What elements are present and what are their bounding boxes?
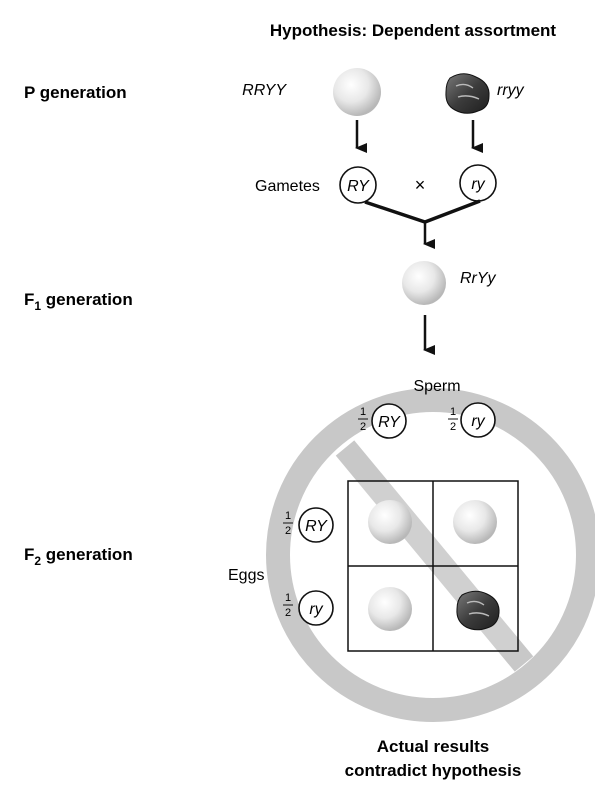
svg-text:1: 1 bbox=[360, 406, 366, 418]
f1-genotype: RrYy bbox=[460, 270, 497, 287]
fertilization-lines bbox=[365, 201, 480, 222]
cross-symbol: × bbox=[415, 175, 426, 195]
p-generation-label: P generation bbox=[24, 83, 127, 102]
eggs-label: Eggs bbox=[228, 567, 264, 584]
parent-right-genotype: rryy bbox=[497, 82, 525, 99]
svg-text:2: 2 bbox=[285, 525, 291, 537]
wrinkled-green-seed-icon bbox=[446, 74, 489, 114]
svg-text:2: 2 bbox=[360, 421, 366, 433]
offspring-rryy-seed-icon bbox=[368, 500, 412, 544]
round-yellow-seed-icon bbox=[333, 68, 381, 116]
svg-text:1: 1 bbox=[285, 510, 291, 522]
conclusion-line-2: contradict hypothesis bbox=[345, 761, 522, 780]
f1-round-yellow-seed-icon bbox=[402, 261, 446, 305]
sperm-label: Sperm bbox=[413, 378, 460, 395]
parent-left-genotype: RRYY bbox=[242, 82, 287, 99]
sperm-gamete-label-2: ry bbox=[471, 413, 485, 430]
offspring-wrinkled-green-seed-icon bbox=[457, 591, 499, 630]
gamete-left-label: RY bbox=[347, 178, 370, 195]
offspring-rryy-seed-icon-2 bbox=[453, 500, 497, 544]
hypothesis-title: Hypothesis: Dependent assortment bbox=[270, 21, 557, 40]
sperm-gamete-label-1: RY bbox=[378, 414, 401, 431]
offspring-rryy-seed-icon-3 bbox=[368, 587, 412, 631]
f2-generation-label: F2 generation bbox=[24, 545, 133, 568]
f1-generation-label: F1 generation bbox=[24, 290, 133, 313]
svg-text:1: 1 bbox=[285, 592, 291, 604]
svg-text:1: 1 bbox=[450, 406, 456, 418]
egg-gamete-label-1: RY bbox=[305, 518, 328, 535]
svg-text:2: 2 bbox=[450, 421, 456, 433]
svg-text:2: 2 bbox=[285, 607, 291, 619]
gametes-label: Gametes bbox=[255, 178, 320, 195]
egg-gamete-label-2: ry bbox=[309, 601, 323, 618]
gamete-right-label: ry bbox=[471, 176, 485, 193]
conclusion-line-1: Actual results bbox=[377, 737, 489, 756]
